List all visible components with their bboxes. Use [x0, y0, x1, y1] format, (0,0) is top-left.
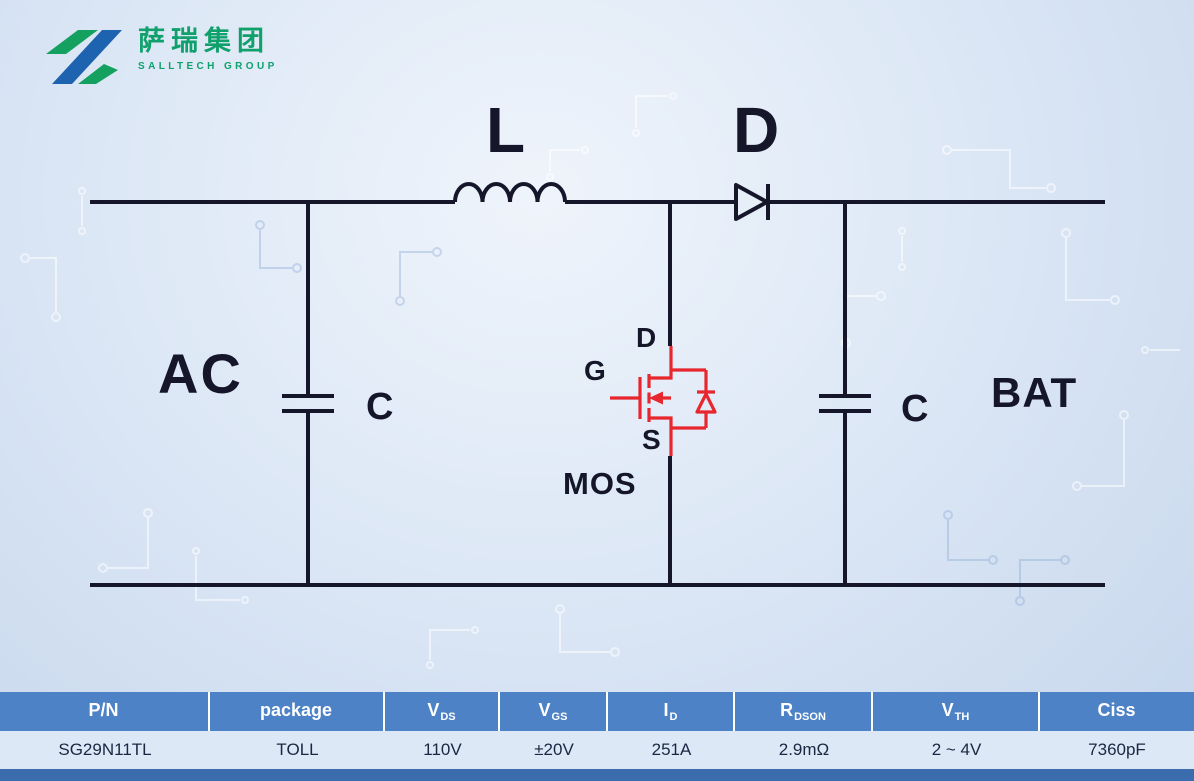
logo-english: SALLTECH GROUP: [138, 61, 278, 73]
col-header-ciss: Ciss: [1097, 699, 1136, 720]
col-header-pn: P/N: [0, 692, 210, 731]
capacitor-symbol-right: [819, 202, 871, 585]
salltech-logo-icon: [46, 30, 122, 84]
capacitor-right-label: C: [901, 388, 929, 430]
col-header-id: ID: [608, 692, 735, 731]
mosfet-drain-label: D: [636, 322, 657, 353]
spec-table: P/N package VDS VGS ID RDSON VTH Ciss SG…: [0, 692, 1194, 781]
capacitor-left-label: C: [366, 386, 394, 428]
cell-vds: 110V: [423, 740, 462, 759]
bat-label: BAT: [991, 369, 1078, 416]
circuit-wires: [90, 182, 1105, 587]
col-header-rdson: RDSON: [735, 692, 873, 731]
cell-rdson: 2.9mΩ: [778, 740, 830, 759]
mosfet-drain-lead: [649, 346, 673, 380]
mosfet-arrow: [649, 391, 663, 405]
spec-table-data-row: SG29N11TL TOLL 110V ±20V 251A 2.9mΩ 2 ~ …: [0, 731, 1194, 769]
col-header-package: package: [210, 692, 385, 731]
col-header-vth: VTH: [873, 692, 1040, 731]
cell-pn: SG29N11TL: [58, 740, 152, 759]
mosfet-symbol: [610, 346, 717, 456]
cell-ciss: 7360pF: [1088, 740, 1146, 759]
mos-label: MOS: [563, 466, 637, 501]
mosfet-gate-label: G: [584, 355, 606, 386]
col-header-vds: VDS: [385, 692, 500, 731]
col-header-vgs: VGS: [500, 692, 608, 731]
diode-symbol: [734, 183, 770, 221]
mosfet-source-label: S: [642, 424, 661, 455]
cell-vgs: ±20V: [534, 740, 574, 759]
inductor-label: L: [486, 94, 526, 166]
mosfet-body-diode: [671, 368, 717, 430]
logo: 萨瑞集团 SALLTECH GROUP: [42, 26, 278, 88]
inductor-symbol: [453, 182, 567, 203]
logo-chinese: 萨瑞集团: [138, 26, 270, 56]
cell-id: 251A: [651, 740, 692, 759]
logo-text: 萨瑞集团 SALLTECH GROUP: [138, 26, 278, 72]
cell-vth: 2 ~ 4V: [931, 740, 982, 759]
ac-label: AC: [158, 342, 243, 405]
spec-table-header-row: P/N package VDS VGS ID RDSON VTH Ciss: [0, 692, 1194, 731]
capacitor-symbol-left: [282, 202, 334, 585]
diode-label: D: [733, 94, 780, 166]
cell-package: TOLL: [276, 740, 319, 759]
mosfet-source-lead: [649, 416, 673, 456]
table-bottom-strip: [0, 769, 1194, 781]
